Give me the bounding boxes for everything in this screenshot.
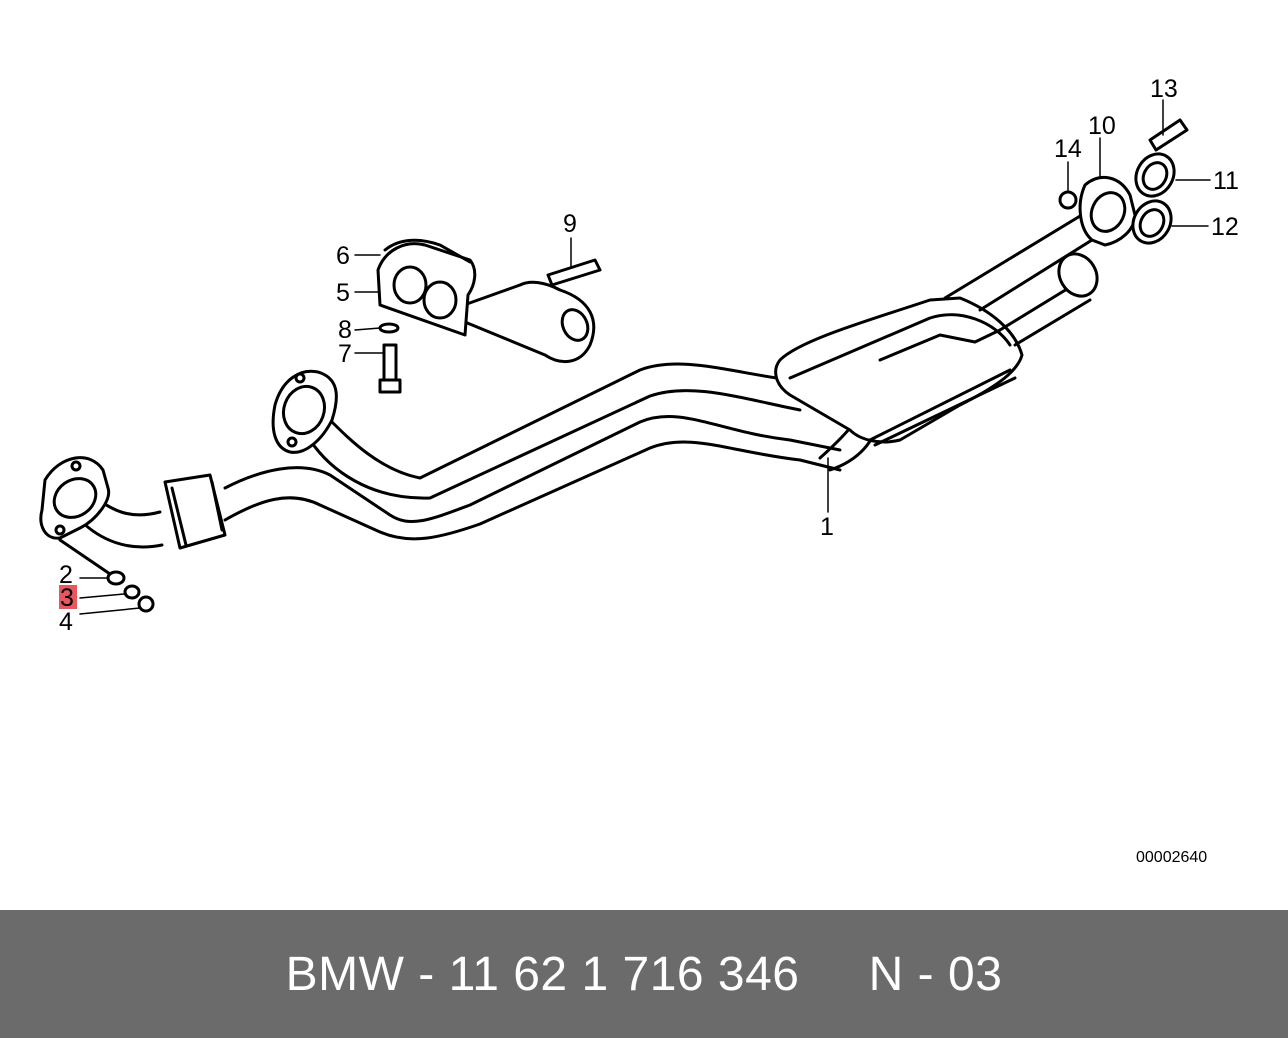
callout-11: 11: [1213, 167, 1239, 195]
callout-14: 14: [1054, 135, 1082, 163]
left-flange: [39, 456, 111, 540]
callout-8: 8: [338, 316, 352, 344]
pipe-connector: [163, 473, 227, 550]
gasket-12: [1131, 199, 1173, 245]
callout-3-highlight: [59, 585, 77, 609]
callout-5: 5: [336, 279, 350, 307]
callout-6: 6: [336, 242, 350, 270]
part-number-banner: BMW - 11 62 1 716 346 N - 03: [0, 910, 1288, 1038]
rear-pipe-upper-b: [978, 233, 1102, 312]
bolt-13: [1148, 118, 1189, 152]
diagram-drawing: 1 2 3 4 5 6 7 8 9 10 11 12 13 14 0000264…: [39, 75, 1239, 866]
callout-2: 2: [59, 561, 73, 589]
bolt-9: [546, 258, 602, 287]
callout-3: 3: [60, 584, 74, 612]
front-pipe-lower-edge: [78, 518, 164, 549]
callout-1: 1: [820, 513, 834, 541]
hanger-bracket: [448, 280, 596, 364]
main-pipe-upper-b: [308, 389, 802, 500]
rear-pipe-lower-b: [1013, 298, 1092, 347]
main-pipe-lower-a: [223, 414, 842, 523]
washer-8: [378, 322, 400, 334]
washer-3: [123, 584, 141, 600]
callout-12: 12: [1211, 213, 1239, 241]
gasket-11: [1134, 152, 1176, 198]
main-pipe-lower-b: [223, 440, 842, 541]
main-pipe-upper-a: [328, 362, 792, 480]
exhaust-parts-diagram: 1 2 3 4 5 6 7 8 9 10 11 12 13 14 0000264…: [39, 75, 1239, 866]
rear-flange-10: [1078, 175, 1137, 247]
callout-13: 13: [1150, 75, 1178, 103]
catalytic-converter: [774, 296, 1024, 444]
nut-14: [1058, 190, 1078, 210]
callout-9: 9: [563, 210, 577, 238]
part-number-text: BMW - 11 62 1 716 346 N - 03: [285, 947, 1003, 1001]
callout-4: 4: [59, 608, 73, 636]
callout-10: 10: [1088, 112, 1116, 140]
diagram-reference-number: 00002640: [1136, 849, 1207, 866]
callout-7: 7: [338, 340, 352, 368]
bolt-7: [382, 343, 398, 382]
nut-4: [137, 595, 155, 613]
rear-pipe-upper-a: [943, 208, 1092, 300]
